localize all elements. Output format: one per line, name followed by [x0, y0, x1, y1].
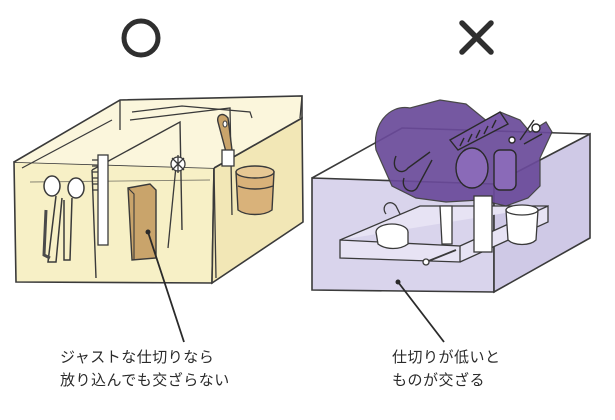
- jar-icon: [236, 166, 274, 215]
- good-organizer-box: [14, 96, 303, 283]
- wood-block-icon: [128, 184, 156, 260]
- good-symbol-label: ○: [124, 18, 155, 59]
- bad-caption-line-2: ものが交ざる: [392, 369, 501, 392]
- bad-symbol-label: ×: [458, 14, 490, 58]
- bad-organizer-box: [312, 100, 590, 292]
- good-caption: ジャストな仕切りなら 放り込んでも交ざらない: [60, 346, 230, 392]
- good-caption-line-1: ジャストな仕切りなら: [60, 346, 230, 369]
- bad-caption-line-1: 仕切りが低いと: [392, 346, 501, 369]
- good-caption-line-2: 放り込んでも交ざらない: [60, 369, 230, 392]
- tall-bottle-icon: [474, 196, 492, 252]
- small-bottle-icon: [440, 206, 452, 244]
- bad-caption: 仕切りが低いと ものが交ざる: [392, 346, 501, 392]
- bottle-in-clutter-icon: [456, 148, 488, 188]
